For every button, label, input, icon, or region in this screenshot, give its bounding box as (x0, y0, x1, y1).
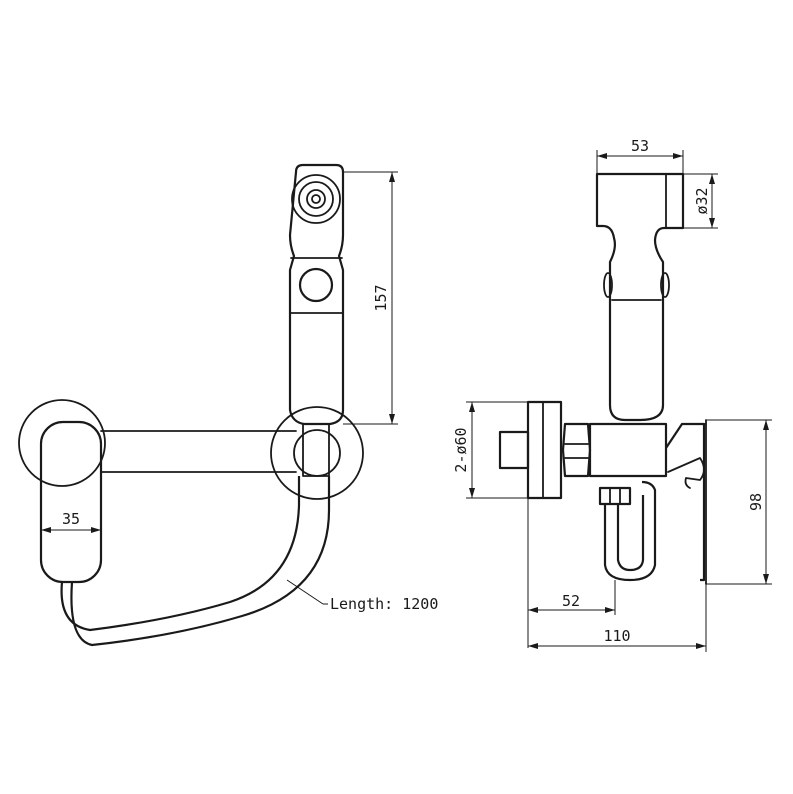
side-hose-loop (603, 480, 657, 582)
hose-inner (70, 476, 331, 647)
dim-spray-height: 157 (372, 284, 390, 311)
trigger-button (298, 267, 334, 303)
sprayer-handle (288, 163, 345, 426)
hose-length-label: Length: 1200 (330, 595, 438, 613)
side-button-left (603, 272, 613, 298)
spray-head-outer (291, 174, 341, 224)
dim-inlet-offset: 52 (562, 592, 580, 610)
front-view: 157 35 Length: 1200 (18, 163, 438, 647)
spray-head-center (311, 194, 321, 204)
holder-body (39, 420, 103, 584)
side-button-right (660, 272, 670, 298)
spray-head-inner (306, 189, 326, 209)
hose-outer (60, 476, 301, 632)
dim-head-diameter: ø32 (693, 187, 711, 214)
side-hex-nut (561, 422, 592, 478)
side-square-stem (498, 430, 530, 470)
side-spray-head (595, 172, 685, 422)
hose-connector (302, 423, 330, 477)
right-wall-flange (270, 406, 364, 500)
dim-flange-diameter: 2-ø60 (452, 427, 470, 472)
side-hose-loop-inner (616, 495, 645, 572)
side-wall-bracket (665, 422, 706, 582)
side-wall-flange (526, 400, 563, 500)
side-view: 53 ø32 2-ø60 52 110 98 (452, 137, 772, 652)
side-connector-nut (598, 486, 632, 506)
side-valve-body (588, 422, 668, 478)
spray-head-mid (298, 181, 334, 217)
right-flange-inner (293, 429, 341, 477)
dim-bracket-height: 98 (747, 493, 765, 511)
dim-head-length: 53 (631, 137, 649, 155)
dim-total-depth: 110 (603, 627, 630, 645)
left-wall-flange (18, 399, 106, 487)
dim-holder-width: 35 (62, 510, 80, 528)
